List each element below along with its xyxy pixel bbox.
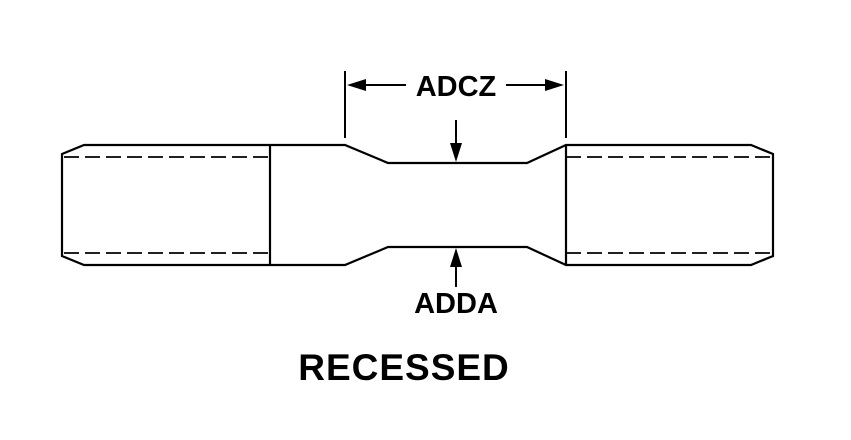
top-dimension-label: ADCZ <box>416 71 497 103</box>
diagram-title: RECESSED <box>298 347 510 388</box>
arrow-right-icon <box>545 79 564 91</box>
arrow-up-icon <box>450 248 462 267</box>
top-dimension-arrowheads <box>347 79 564 162</box>
arrow-left-icon <box>347 79 366 91</box>
top-dimension-group <box>344 71 567 145</box>
thread-dashed-lines <box>64 156 771 254</box>
stud-body-path <box>60 143 775 267</box>
arrow-down-icon <box>450 143 462 162</box>
bottom-dimension-label: ADDA <box>414 288 498 320</box>
stud-outline <box>60 143 775 267</box>
